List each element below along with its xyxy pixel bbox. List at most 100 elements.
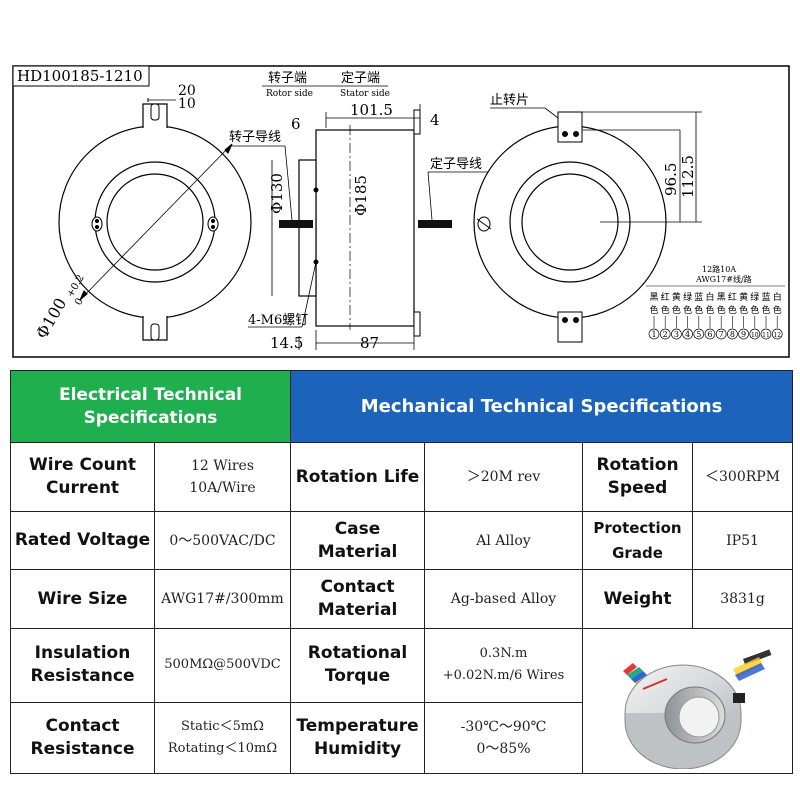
wire-color-11: 蓝 [761,291,770,303]
wire-number-9: 9 [741,330,746,339]
wire-color-4: 绿 [683,291,692,303]
dim-dia185: Φ185 [352,175,370,216]
dim-tol-zero: 0 [73,296,86,307]
wire-color-suffix-9: 色 [739,304,748,316]
wire-terminal-12 [771,328,783,340]
wire-color-suffix-6: 色 [705,304,714,316]
wire-color-suffix-3: 色 [672,304,681,316]
wire-number-4: 4 [685,330,690,339]
rated-voltage-label: Rated Voltage [10,511,155,570]
wire-number-8: 8 [730,330,735,339]
wire-number-3: 3 [674,330,679,339]
stator-side-label-en: Stator side [340,89,390,99]
rotor-wire-bundle [279,220,313,228]
case-material-label: Case Material [290,511,425,570]
wire-color-8: 红 [728,291,737,303]
rated-voltage-value: 0～500VAC/DC [154,511,291,570]
technical-drawing: HD100185-1210 20 10 Φ100 +0.2 0 [12,65,790,358]
wire-color-suffix-2: 色 [661,304,670,316]
wire-terminal-4 [682,328,693,340]
wire-terminal-8 [727,328,738,340]
stator-side-label: 定子端 [341,71,380,86]
insulation-resistance-value: 500MΩ@500VDC [154,628,291,703]
weight-value: 3831g [691,569,794,629]
wire-color-suffix-1: 色 [649,304,658,316]
wire-terminal-7 [715,328,727,340]
wire-terminal-6 [704,328,716,340]
rotation-speed-value: ＜300RPM [691,442,794,512]
wire-color-suffix-5: 色 [694,304,703,316]
wire-number-10: 10 [751,332,759,339]
wire-number-5: 5 [696,330,701,339]
wire-exits-left [91,216,219,232]
wire-color-2: 红 [661,291,670,303]
dim-87: 87 [360,334,379,352]
spec-table: Electrical Technical Specifications Mech… [10,370,794,775]
stator-wire-bundle [418,220,452,228]
wire-terminal-9 [738,328,749,340]
wire-number-1: 1 [651,330,656,339]
wiring-title: 12路10A [702,264,736,274]
wire-color-1: 黑 [649,292,658,303]
wire-terminal-2 [659,328,671,340]
rotor-front-view [58,103,252,341]
dim-slot-10: 10 [178,96,196,112]
stator-wire-label: 定子导线 [430,157,482,172]
wire-color-3: 黄 [672,291,681,303]
wire-terminal-10 [749,328,761,340]
wire-number-11: 11 [762,332,770,339]
dim-dia130: Φ130 [268,173,286,214]
wire-terminal-11 [760,328,772,340]
dim-14-5: 14.5 [270,334,303,352]
model-label: HD100185-1210 [17,67,143,85]
wire-color-7: 黑 [717,292,726,303]
wire-color-10: 绿 [750,291,759,303]
wire-size-value: AWG17#/300mm [154,569,291,629]
dim-4: 4 [430,111,440,129]
weight-label: Weight [582,569,693,629]
wire-terminal-5 [693,328,705,340]
wire-number-7: 7 [719,330,724,339]
wire-terminal-3 [671,328,682,340]
rotation-life-label: Rotation Life [290,442,425,512]
wire-color-12: 白 [773,291,782,303]
contact-material-value: Ag-based Alloy [424,569,583,629]
stator-wire-exit [476,216,492,232]
dim-96-5: 96.5 [662,163,680,196]
rotation-life-value: ＞20M rev [424,442,583,512]
wire-number-6: 6 [707,330,712,339]
wire-color-suffix-12: 色 [773,304,782,316]
product-photo [581,628,794,774]
mechanical-header: Mechanical Technical Specifications [289,370,794,443]
wire-color-suffix-7: 色 [717,304,726,316]
stop-tab-label: 止转片 [490,93,529,108]
rotational-torque-value: 0.3N.m+0.02N.m/6 Wires [424,628,583,703]
wire-color-5: 蓝 [694,291,703,303]
wire-terminal-1 [648,328,660,340]
wire-color-suffix-4: 色 [683,304,692,316]
slip-ring-photo [623,649,772,770]
screws-label: 4-M6螺钉 [248,313,308,328]
wire-color-suffix-8: 色 [728,304,737,316]
case-material-value: Al Alloy [424,511,583,570]
dim-6: 6 [291,115,301,133]
electrical-header: Electrical Technical Specifications [10,370,291,443]
wire-color-suffix-11: 色 [761,304,770,316]
wire-number-2: 2 [663,330,668,339]
rotor-wire-label: 转子导线 [229,130,281,145]
protection-grade-value: IP51 [691,511,794,570]
rotor-side-label-en: Rotor side [266,89,313,99]
wire-size-label: Wire Size [10,569,155,629]
dim-101-5: 101.5 [350,101,393,119]
rotor-side-label: 转子端 [268,71,307,86]
